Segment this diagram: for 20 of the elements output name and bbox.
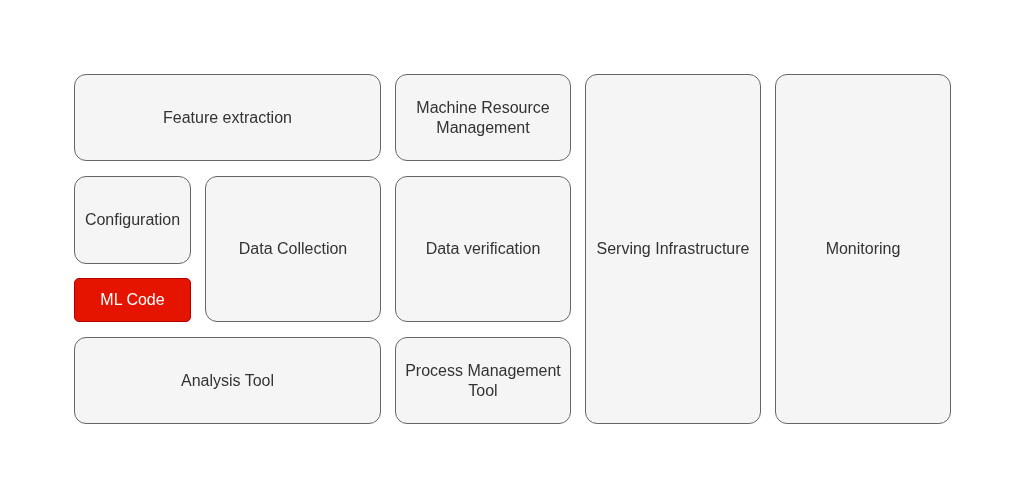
box-label: Serving Infrastructure [596,239,750,259]
box-label: Configuration [84,210,181,230]
component-box [395,337,571,424]
box-label: Feature extraction [163,107,292,128]
component-box [74,74,381,161]
component-box [775,74,951,424]
box-label: Machine Resource Management [415,97,551,138]
component-box [205,176,381,322]
highlighted-box [74,278,191,322]
box-label: Monitoring [825,239,901,259]
component-box [74,337,381,424]
box-label: Data verification [425,239,541,259]
box-label: Process Management Tool [404,360,562,401]
component-box [74,176,191,264]
component-box [585,74,761,424]
box-label: Analysis Tool [180,370,275,391]
component-box [395,176,571,322]
box-label: Data Collection [238,239,348,259]
component-box [395,74,571,161]
box-label: ML Code [100,290,165,310]
